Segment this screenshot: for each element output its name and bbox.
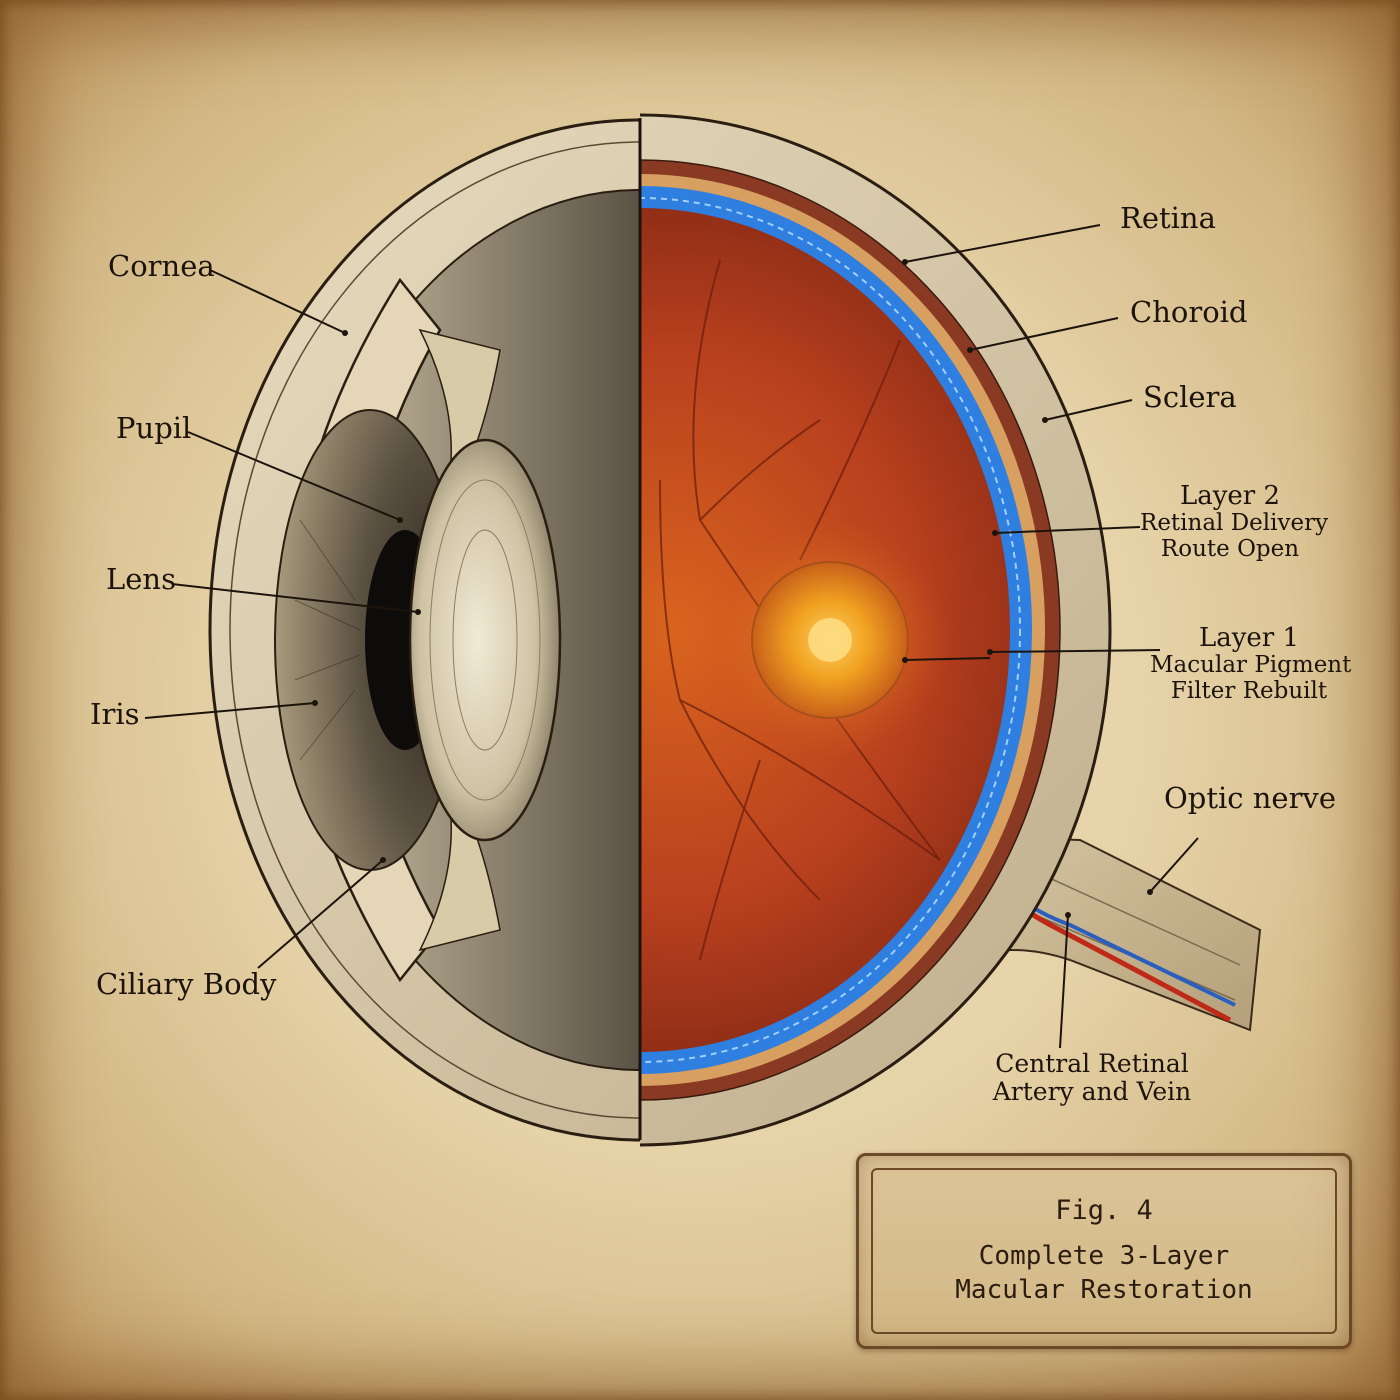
label-sclera: Sclera (1143, 380, 1237, 414)
label-layer1: Layer 1 Macular Pigment Filter Rebuilt (1150, 623, 1352, 705)
figure-caption-line2: Macular Restoration (955, 1274, 1253, 1305)
label-pupil: Pupil (116, 411, 192, 445)
figure-caption-line1: Complete 3-Layer (978, 1240, 1230, 1271)
label-lens: Lens (106, 562, 176, 596)
label-layer2-line1: Retinal Delivery (1140, 510, 1329, 537)
label-layer1-line1: Macular Pigment (1150, 652, 1352, 679)
label-layer2-title: Layer 2 (1179, 481, 1281, 511)
label-choroid: Choroid (1130, 295, 1248, 329)
label-central-retinal: Central Retinal Artery and Vein (988, 1050, 1196, 1106)
retinal-vessels (659, 259, 941, 961)
lens-shape (408, 438, 562, 842)
label-central-line1: Central Retinal (995, 1049, 1189, 1078)
label-optic-nerve: Optic nerve (1164, 781, 1336, 815)
label-layer1-line2: Filter Rebuilt (1170, 677, 1328, 704)
label-layer2: Layer 2 Retinal Delivery Route Open (1140, 481, 1329, 563)
label-retina: Retina (1120, 201, 1216, 235)
label-layer2-line2: Route Open (1160, 535, 1300, 562)
label-central-line2: Artery and Vein (992, 1077, 1192, 1106)
label-layer1-title: Layer 1 (1198, 623, 1300, 653)
label-cornea: Cornea (108, 249, 215, 283)
figure-plaque-inner: Fig. 4 Complete 3-Layer Macular Restorat… (871, 1168, 1337, 1334)
label-ciliary-body: Ciliary Body (96, 967, 277, 1001)
label-iris: Iris (90, 697, 140, 731)
figure-number: Fig. 4 (1055, 1194, 1153, 1226)
figure-plaque: Fig. 4 Complete 3-Layer Macular Restorat… (856, 1153, 1352, 1349)
leader-lines (144, 224, 1199, 1049)
